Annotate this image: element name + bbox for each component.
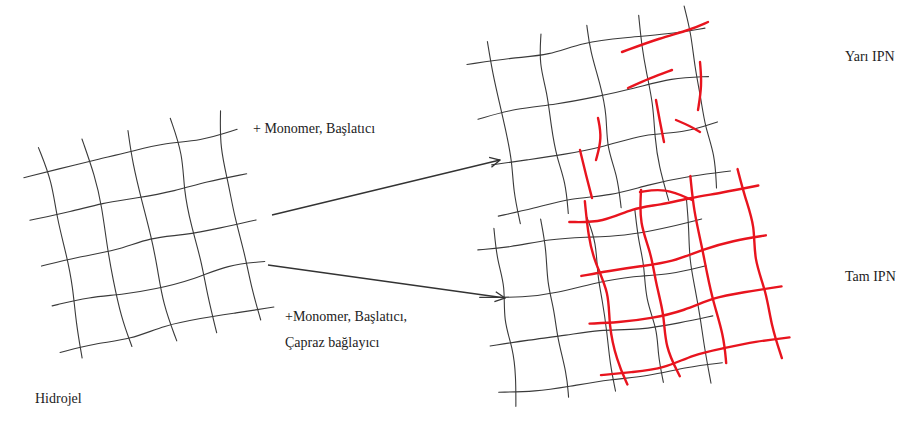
linear-chain [596,118,600,160]
full-ipn-red-network [564,162,796,395]
polymer-chain [30,173,247,221]
polymer-chain [601,334,790,380]
polymer-chain [684,6,719,188]
polymer-chain [480,266,707,304]
linear-chain [698,62,701,110]
linear-chain [656,100,664,142]
reaction-arrow [272,160,500,215]
structure-label: Hidrojel [35,386,82,412]
reaction-arrow [268,265,505,298]
polymer-chain [539,219,569,398]
polymer-chain [497,169,731,216]
linear-chain [640,190,692,200]
reagent-label: +Monomer, Başlatıcı, Çapraz bağlayıcı [285,304,435,356]
linear-chain [622,22,708,52]
polymer-chain [737,168,782,359]
polymer-chain [477,73,709,119]
polymer-chain [59,303,274,353]
polymer-chain [23,128,238,177]
polymer-chain [633,15,671,201]
polymer-chain [491,228,520,406]
hydrogel-network [15,105,278,366]
free-linear-chains [580,22,708,200]
polymer-chain [487,41,522,224]
polymer-chain [467,22,705,70]
polymer-chain [491,122,718,167]
reagent-label: + Monomer, Başlatıcı [253,116,375,142]
polymer-chain [569,182,758,227]
linear-chain [580,150,592,198]
linear-chain [676,120,700,132]
linear-chain [628,70,672,88]
structure-label: Tam IPN [845,264,896,290]
polymer-chain [499,361,723,397]
polymer-chain [634,190,680,378]
polymer-chain [581,234,767,280]
polymer-chain [535,34,572,214]
polymer-chain [169,118,219,334]
polymer-chain [581,200,627,385]
polymer-chain [41,217,256,266]
polymer-chain [590,283,783,331]
polymer-chain [213,111,265,321]
polymer-chain [52,259,266,311]
full-ipn-network [470,197,725,414]
polymer-chain [37,147,87,358]
polymer-chain [687,176,730,363]
polymer-chain [82,138,132,348]
polymer-chain [586,25,622,209]
polymer-chain [490,314,713,350]
structure-label: Yarı IPN [845,44,895,70]
